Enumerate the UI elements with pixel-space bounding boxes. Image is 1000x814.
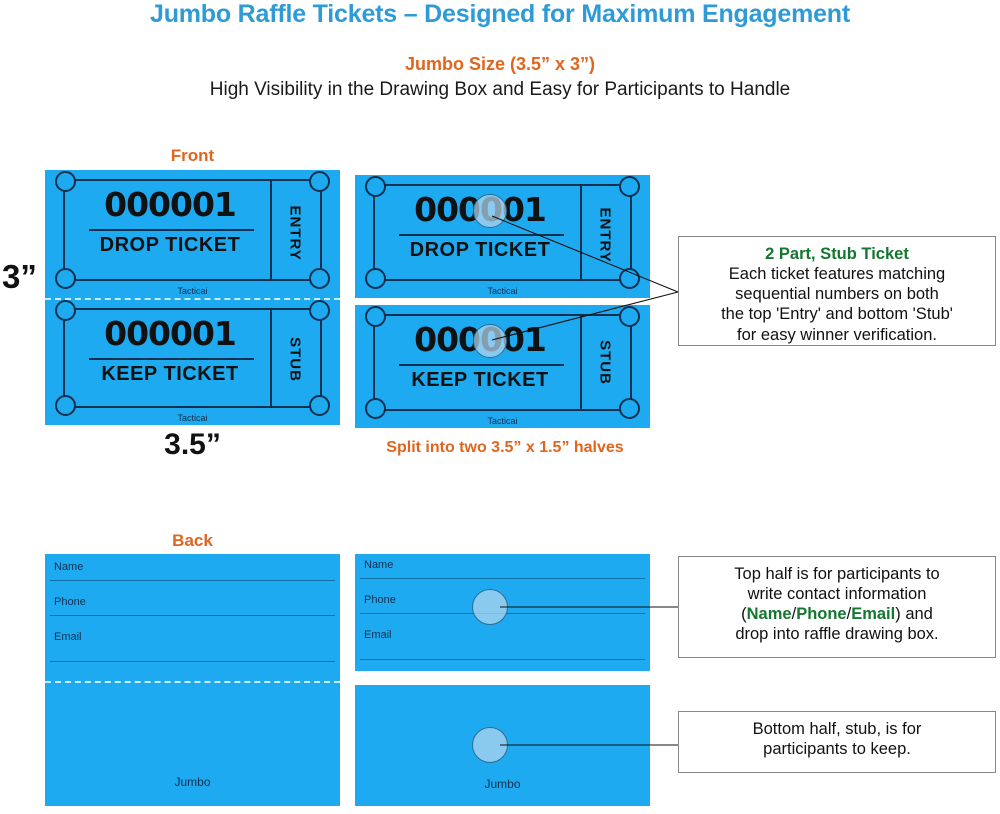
back-field-rule [50,615,335,616]
stub-action-text: KEEP TICKET [411,369,549,391]
brand-microtext: Tacticai [177,413,208,423]
callout-top-half: Top half is for participants to write co… [678,556,996,658]
front-ticket-entry-half: 000001 DROP TICKET ENTRY Tacticai [45,170,340,298]
number-underline [89,358,254,360]
height-dimension-label: 3” [2,258,37,295]
callout-stub-line4: for easy winner verification. [737,325,937,344]
split-entry-ticket: 000001 DROP TICKET ENTRY Tacticai [355,175,650,298]
notch-corner-icon [55,300,76,321]
entry-tab-text: ENTRY [286,205,304,261]
notch-corner-icon [55,268,76,289]
callout-bottom-half: Bottom half, stub, is for participants t… [678,711,996,773]
number-highlight-circle [473,194,507,228]
number-underline [89,229,254,231]
back-field-rule [360,659,645,660]
perforation-line [45,681,340,683]
callout-top-line2: write contact information [747,585,927,604]
back-panel-full: Name Phone Email Jumbo [45,554,340,806]
brand-microtext: Tacticai [177,286,208,296]
entry-tab-divider [270,179,272,281]
size-subtitle: Jumbo Size (3.5” x 3”) [404,54,596,74]
notch-corner-icon [619,306,640,327]
notch-corner-icon [55,171,76,192]
callout-top-line1: Top half is for participants to [734,565,940,583]
notch-corner-icon [619,176,640,197]
notch-corner-icon [365,268,386,289]
entry-action-text: DROP TICKET [409,239,551,261]
perforation-line [45,298,340,300]
back-highlight-circle [472,589,508,625]
back-section-label: Back [172,531,213,550]
back-field-rule [50,580,335,581]
jumbo-watermark: Jumbo [484,777,521,791]
front-section-label: Front [170,146,215,165]
callout-stub-line1: Each ticket features matching [728,265,946,284]
callout-top-line4: drop into raffle drawing box. [735,625,939,644]
brand-microtext: Tacticai [487,286,518,296]
stub-tab-text: STUB [596,340,614,385]
notch-corner-icon [309,395,330,416]
stub-tab-text: STUB [286,337,304,382]
entry-tab-divider [580,184,582,281]
back-highlight-circle [472,727,508,763]
separator-1: / [791,605,797,624]
notch-corner-icon [309,300,330,321]
separator-2: / [846,605,852,624]
back-field-label-phone: Phone [364,594,396,606]
entry-frame: 000001 DROP TICKET ENTRY [55,171,330,289]
front-ticket-full: 000001 DROP TICKET ENTRY Tacticai 000001… [45,170,340,425]
field-name-highlight: Name [746,605,792,624]
entry-tab-text: ENTRY [596,207,614,263]
paren-open: ( [741,605,747,624]
stub-tab-divider [270,308,272,408]
number-underline [399,234,564,236]
brand-microtext: Tacticai [487,416,518,426]
back-field-rule [360,578,645,579]
visibility-description: High Visibility in the Drawing Box and E… [209,79,791,100]
callout-bottom-line1: Bottom half, stub, is for [752,720,922,738]
number-underline [399,364,564,366]
notch-corner-icon [619,398,640,419]
field-phone-highlight: Phone [796,605,847,624]
callout-stub-line3: the top 'Entry' and bottom 'Stub' [721,305,953,324]
notch-corner-icon [309,171,330,192]
front-ticket-stub-half: 000001 KEEP TICKET STUB Tacticai [45,299,340,425]
callout-stub-title: 2 Part, Stub Ticket [765,245,909,263]
callout-top-line3: (Name/Phone/Email) and [685,604,989,624]
callout-stub-line2: sequential numbers on both [735,285,939,304]
notch-corner-icon [309,268,330,289]
notch-corner-icon [365,306,386,327]
split-stub-ticket: 000001 KEEP TICKET STUB Tacticai [355,305,650,428]
split-note-label: Split into two 3.5” x 1.5” halves [386,439,624,456]
back-field-rule [50,661,335,662]
back-field-label-email: Email [364,629,392,641]
back-field-label-name: Name [54,561,84,573]
page-title: Jumbo Raffle Tickets – Designed for Maxi… [149,0,850,28]
notch-corner-icon [365,398,386,419]
width-dimension-label: 3.5” [164,428,221,461]
back-field-label-phone: Phone [54,596,86,608]
number-highlight-circle [473,324,507,358]
back-field-label-name: Name [364,559,394,571]
callout-stub-ticket: 2 Part, Stub Ticket Each ticket features… [678,236,996,346]
callout-bottom-line2: participants to keep. [763,740,911,759]
field-email-highlight: Email [851,605,896,624]
stub-frame: 000001 KEEP TICKET STUB [55,300,330,416]
stub-ticket-number: 000001 [104,314,237,353]
back-field-label-email: Email [54,631,82,643]
stub-tab-divider [580,314,582,411]
entry-ticket-number: 000001 [104,185,237,224]
notch-corner-icon [365,176,386,197]
notch-corner-icon [55,395,76,416]
jumbo-watermark: Jumbo [174,775,211,789]
entry-action-text: DROP TICKET [99,234,241,256]
stub-action-text: KEEP TICKET [101,363,239,385]
paren-close-and: ) and [895,605,933,624]
